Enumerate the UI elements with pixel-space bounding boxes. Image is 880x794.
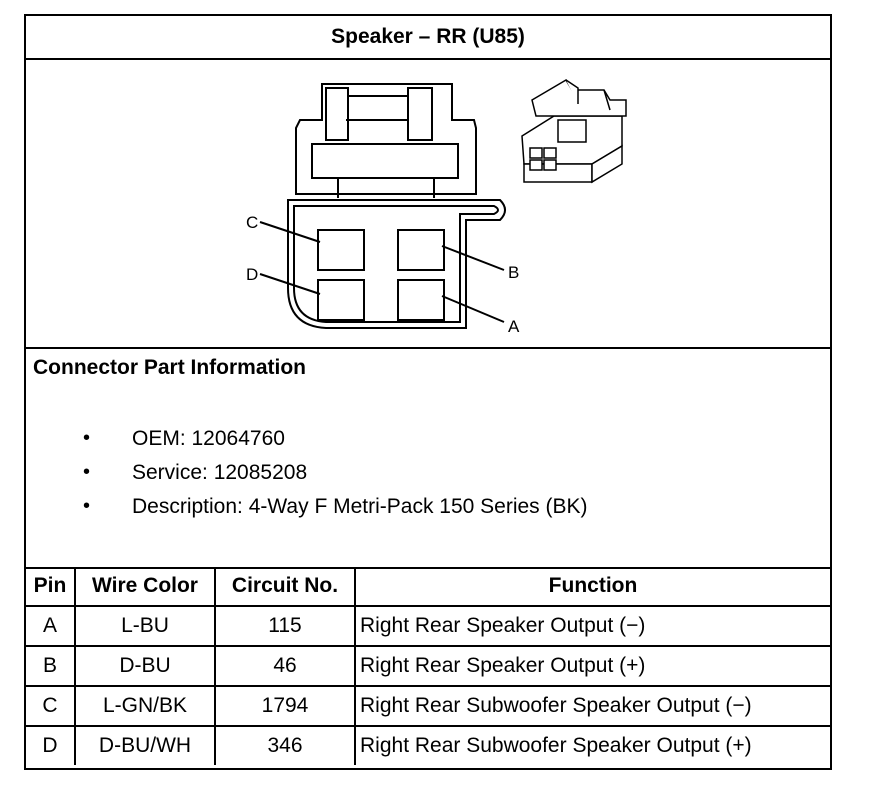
- cell-circuit-no: 115: [214, 605, 356, 647]
- connector-face-drawing: C D B A: [246, 78, 627, 336]
- oem-number: OEM: 12064760: [132, 427, 285, 450]
- cell-wire-color: L-BU: [74, 605, 216, 647]
- cavity-b: [397, 229, 445, 271]
- part-info-section: Connector Part Information • OEM: 120647…: [26, 349, 830, 569]
- leader-d: [259, 273, 321, 295]
- page-title: Speaker – RR (U85): [26, 16, 830, 60]
- pin-label-b: B: [508, 263, 519, 282]
- table-row: C L-GN/BK 1794 Right Rear Subwoofer Spea…: [26, 685, 830, 727]
- cell-circuit-no: 46: [214, 645, 356, 687]
- cell-function: Right Rear Subwoofer Speaker Output (−): [354, 685, 830, 727]
- pin-label-c: C: [246, 213, 258, 232]
- cell-wire-color: D-BU/WH: [74, 725, 216, 765]
- cell-pin: C: [26, 685, 76, 727]
- part-info-heading: Connector Part Information: [33, 356, 307, 379]
- bullet-icon: •: [83, 495, 91, 517]
- leader-b: [441, 245, 505, 271]
- header-function: Function: [354, 567, 830, 607]
- cavity-c: [317, 229, 365, 271]
- cell-function: Right Rear Speaker Output (−): [354, 605, 830, 647]
- connector-body: [287, 199, 506, 329]
- leader-c: [259, 221, 321, 243]
- service-number: Service: 12085208: [132, 461, 308, 484]
- table-row: B D-BU 46 Right Rear Speaker Output (+): [26, 645, 830, 687]
- cavity-d: [317, 279, 365, 321]
- latch-housing: [295, 83, 477, 195]
- table-header-row: Pin Wire Color Circuit No. Function: [26, 567, 830, 607]
- connector-sheet: Speaker – RR (U85): [24, 14, 832, 770]
- cell-wire-color: L-GN/BK: [74, 685, 216, 727]
- cell-pin: B: [26, 645, 76, 687]
- cell-function: Right Rear Speaker Output (+): [354, 645, 830, 687]
- header-circuit-no: Circuit No.: [214, 567, 356, 607]
- header-wire-color: Wire Color: [74, 567, 216, 607]
- connector-body-inner: [293, 205, 499, 323]
- cell-pin: D: [26, 725, 76, 765]
- table-row: D D-BU/WH 346 Right Rear Subwoofer Speak…: [26, 725, 830, 765]
- header-pin: Pin: [26, 567, 76, 607]
- latch-right-pocket: [407, 87, 433, 141]
- part-description: Description: 4-Way F Metri-Pack 150 Seri…: [132, 495, 588, 518]
- latch-left-pocket: [325, 87, 349, 141]
- pin-label-a: A: [508, 317, 520, 336]
- cell-wire-color: D-BU: [74, 645, 216, 687]
- bullet-icon: •: [83, 461, 91, 483]
- table-row: A L-BU 115 Right Rear Speaker Output (−): [26, 605, 830, 647]
- cell-circuit-no: 346: [214, 725, 356, 765]
- cell-pin: A: [26, 605, 76, 647]
- bullet-icon: •: [83, 427, 91, 449]
- connector-isometric-icon: [521, 78, 627, 184]
- pinout-table: Pin Wire Color Circuit No. Function A L-…: [26, 567, 830, 765]
- cell-circuit-no: 1794: [214, 685, 356, 727]
- latch-stem: [337, 178, 435, 198]
- latch-inner: [346, 95, 408, 121]
- pin-label-d: D: [246, 265, 258, 284]
- cell-function: Right Rear Subwoofer Speaker Output (+): [354, 725, 830, 765]
- cavity-a: [397, 279, 445, 321]
- leader-a: [441, 295, 505, 323]
- connector-diagram: C D B A: [26, 60, 830, 349]
- latch-bar: [311, 143, 459, 179]
